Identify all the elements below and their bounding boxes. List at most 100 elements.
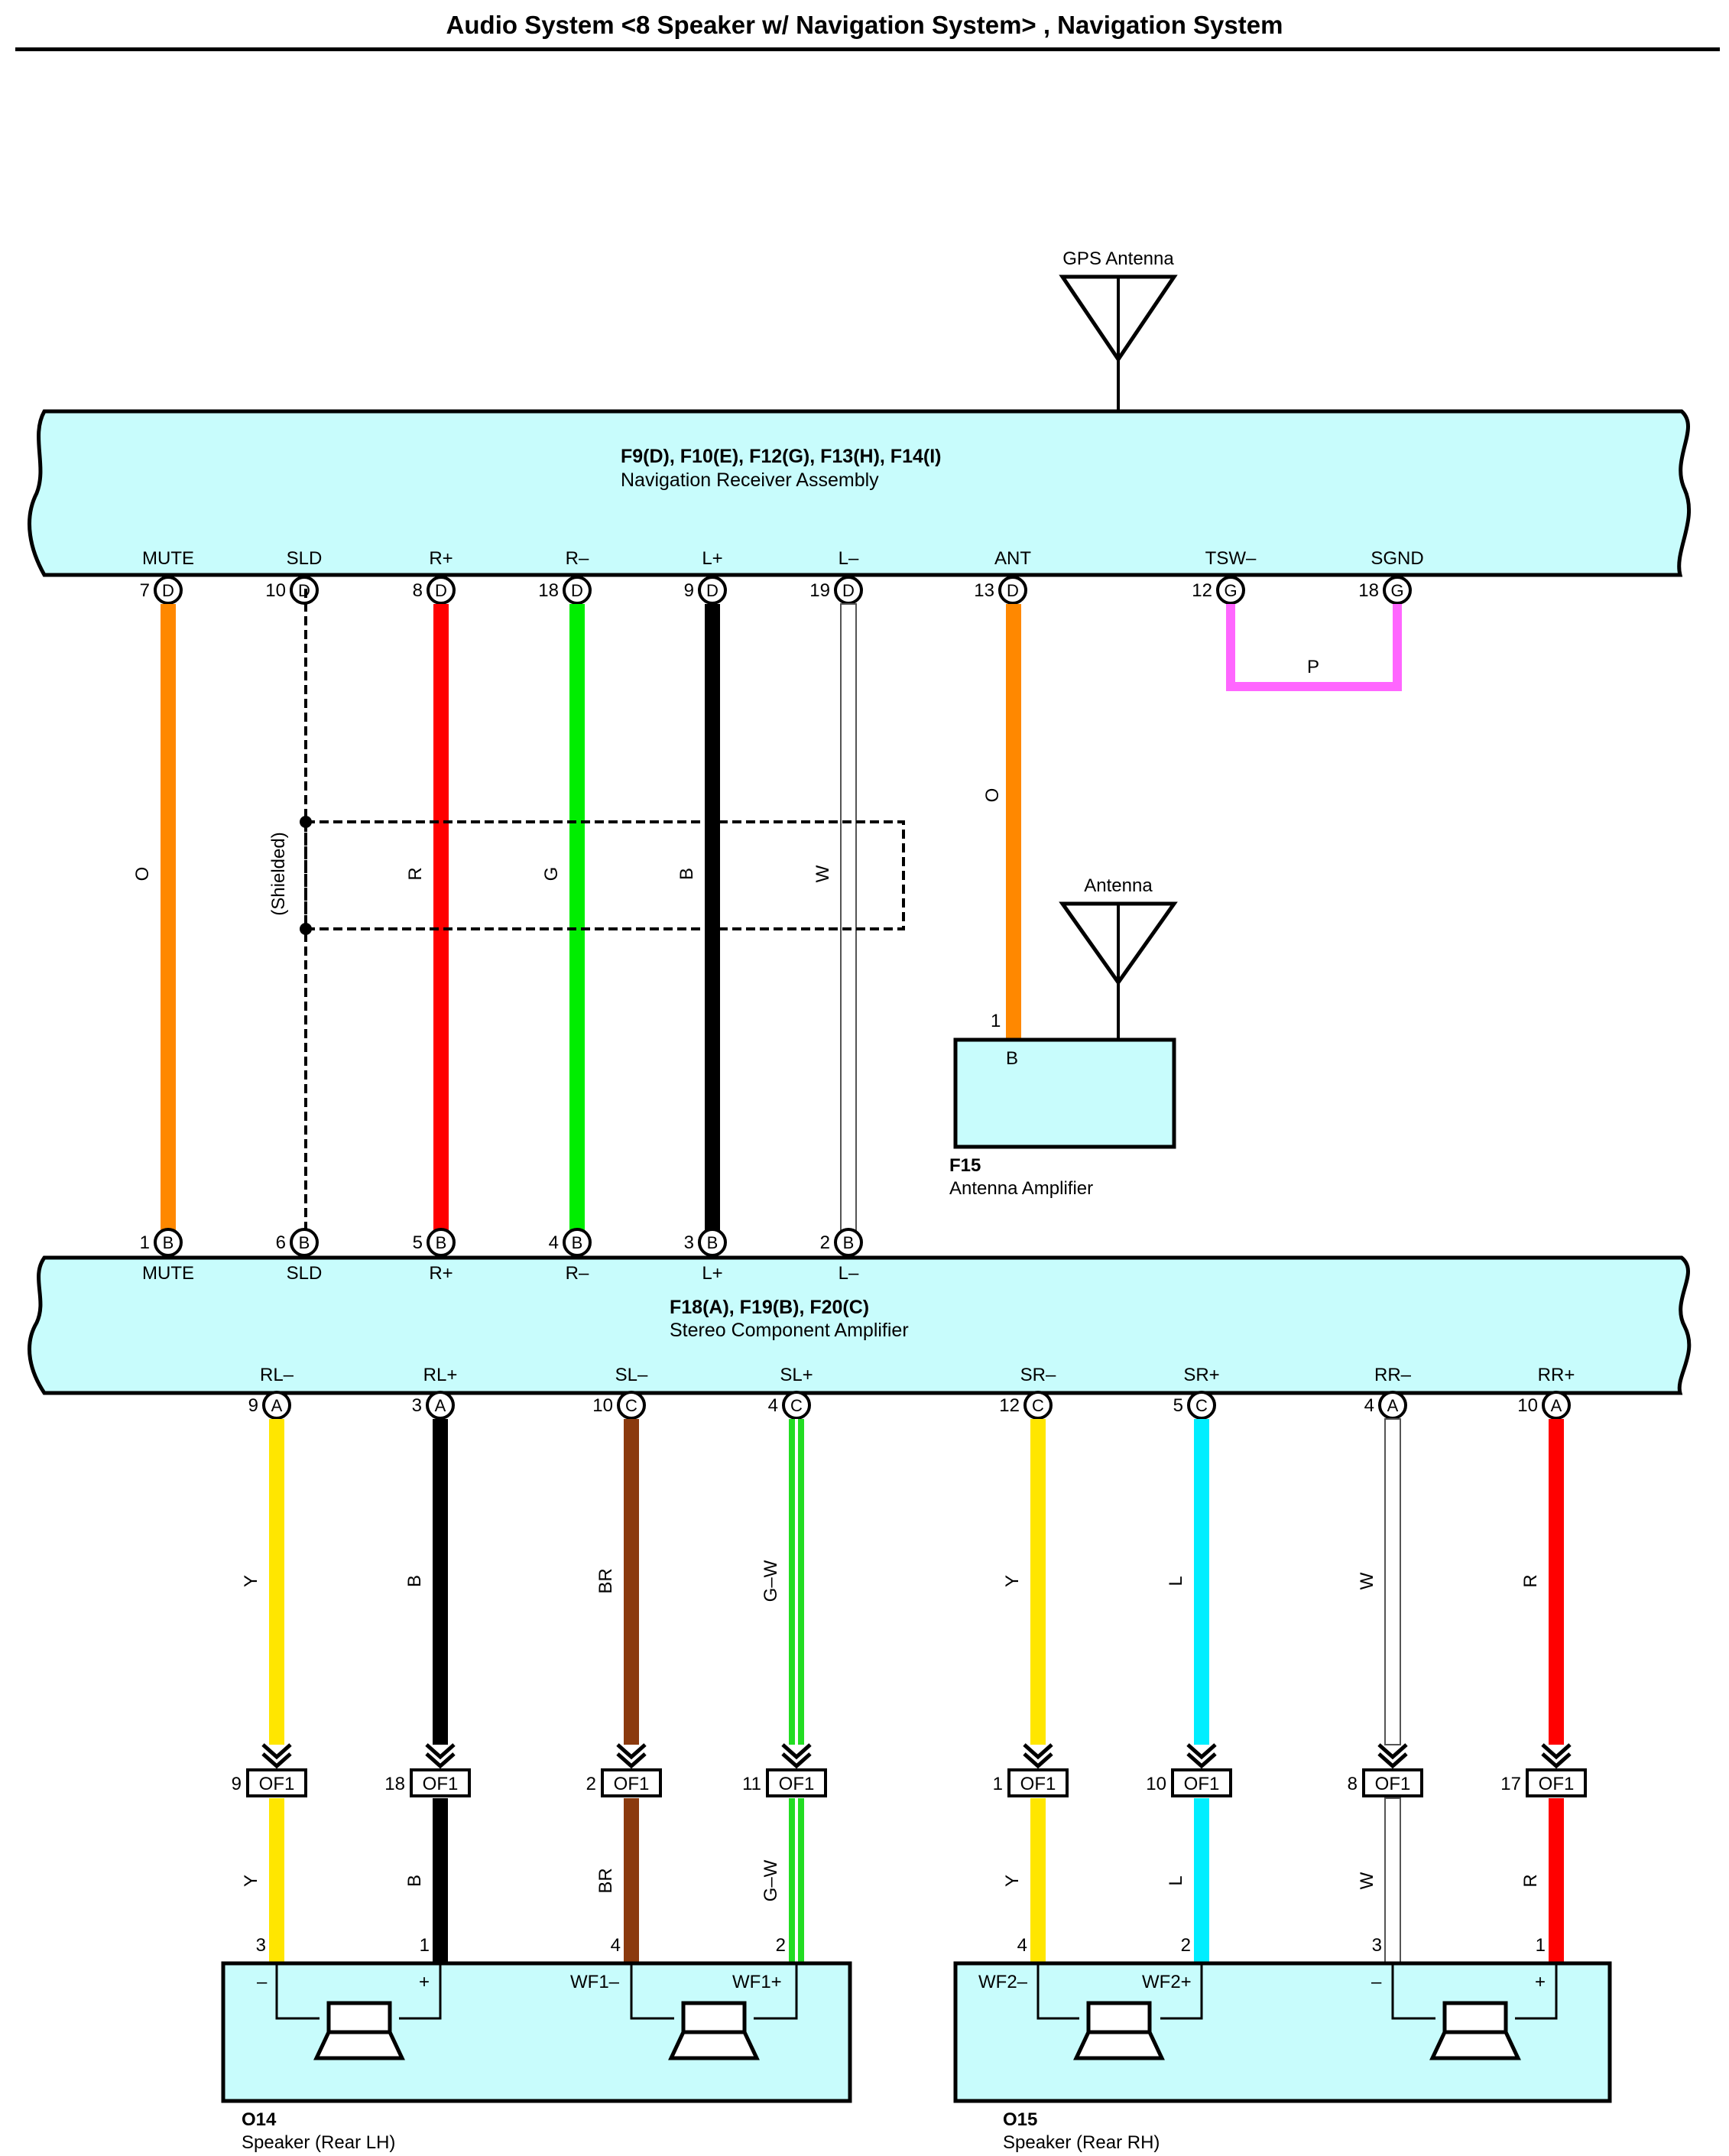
speaker-rear-lh-name: Speaker (Rear LH) [242,2132,395,2153]
nav-terminal-pin-ant: 13 [974,580,994,601]
lower-wire-4-speaker-pin: 2 [776,1935,786,1956]
lower-wire-4-label-upper: G–W [761,1560,781,1602]
lower-wire-1-label-lower: Y [241,1875,261,1887]
lower-wire-2-lower [433,1798,448,1963]
lower-wire-2-chevron-1 [425,1743,456,1760]
amp-bottom-pin-rr: 10 [1517,1395,1538,1416]
amp-bottom-terminal-rr-conn: A [1551,1396,1562,1415]
amp-top-pin-r: 5 [413,1232,423,1253]
lower-wire-5-speaker-pin: 4 [1017,1935,1027,1956]
amp-bottom-terminal-rl: A [426,1391,455,1420]
lower-wire-3-label-lower: BR [595,1868,616,1893]
antenna-amplifier-name: Antenna Amplifier [949,1178,1093,1199]
speaker-rear-lh-term-3: WF1– [570,1972,620,1992]
lower-wire-6-of1-box [1171,1768,1232,1797]
lower-wire-8-label-upper: R [1520,1574,1541,1587]
lower-wire-1-of1-label: OF1 [259,1774,295,1794]
amp-top-pin-sld: 6 [276,1232,286,1253]
lower-wire-6-chevron-2 [1186,1752,1217,1769]
nav-terminal-ant: D [998,576,1027,605]
lower-wire-3-chevron-2 [616,1752,647,1769]
speaker-rear-rh-box [953,1961,1612,2103]
lower-wire-3-of1-box [601,1768,662,1797]
pink-loop-wire [1226,604,1402,691]
nav-terminal-pin-tsw: 12 [1192,580,1212,601]
lower-wire-1-chevron-2 [261,1752,292,1769]
lower-wire-2-label-lower: B [404,1875,425,1887]
amp-top-terminal-r: B [563,1228,592,1257]
lower-wire-8-label-lower: R [1520,1874,1541,1887]
lower-wire-2-upper [433,1419,448,1745]
upper-wire-label-shielded: (Shielded) [268,832,289,915]
upper-wire-r [433,604,449,1239]
speaker-rear-lh-internal-wiring [275,1963,798,2020]
lower-wire-1-label-upper: Y [241,1575,261,1587]
lower-wire-6-label-lower: L [1166,1875,1186,1885]
nav-terminal-pin-l: 9 [684,580,694,601]
upper-wire-label-w: W [813,865,833,882]
nav-terminal-label-sgnd: SGND [1371,548,1423,569]
lower-wire-5-label-lower: Y [1002,1875,1023,1887]
lower-wire-2-chevron-2 [425,1752,456,1769]
speaker-rear-lh-term-1: – [257,1972,268,1992]
amp-top-terminal-r-conn: B [572,1233,583,1252]
lower-wire-7-chevron-1 [1377,1743,1408,1760]
lower-wire-4-of1-label: OF1 [779,1774,815,1794]
upper-wire-w [840,603,857,1239]
lower-wire-8-of1-pin: 17 [1500,1774,1521,1794]
speaker-rear-rh-term-2: WF2+ [1142,1972,1192,1992]
lower-wire-7-upper [1384,1418,1401,1745]
lower-wire-5-label-upper: Y [1002,1575,1023,1587]
upper-wire-b [705,604,720,1239]
lower-wire-5-lower [1030,1798,1046,1963]
amp-bottom-pin-rl: 3 [412,1395,422,1416]
lower-wire-7-lower [1384,1797,1401,1964]
amp-bottom-label-sr: SR+ [1183,1365,1219,1385]
amp-top-pin-r: 4 [549,1232,559,1253]
amp-bottom-terminal-sr: C [1187,1391,1216,1420]
nav-terminal-r: D [427,576,456,605]
speaker-rear-rh-code: O15 [1003,2109,1037,2130]
amp-top-label-l: L– [839,1263,859,1284]
lower-wire-4-chevron-1 [781,1743,812,1760]
title-rule [15,47,1720,51]
nav-terminal-pin-sld: 10 [265,580,286,601]
nav-terminal-mute: D [154,576,183,605]
lower-wire-5-of1-pin: 1 [993,1774,1003,1794]
nav-terminal-sgnd: G [1383,576,1412,605]
amp-bottom-pin-rr: 4 [1364,1395,1374,1416]
lower-wire-8-chevron-2 [1541,1752,1572,1769]
amp-top-terminal-r: B [427,1228,456,1257]
amp-bottom-pin-sl: 4 [768,1395,778,1416]
upper-wire-g [569,604,585,1239]
lower-wire-3-speaker-pin: 4 [611,1935,621,1956]
nav-terminal-l: D [834,576,863,605]
upper-wire-label-o: O [132,867,153,882]
amp-top-label-mute: MUTE [142,1263,194,1284]
nav-terminal-sgnd-conn: G [1390,581,1403,600]
nav-terminal-label-l: L+ [702,548,722,569]
lower-wire-4-label-lower: G–W [761,1859,781,1901]
amp-bottom-label-sr: SR– [1020,1365,1056,1385]
amp-bottom-terminal-sl-conn: C [790,1396,803,1415]
nav-terminal-ant-conn: D [1007,581,1019,600]
gps-antenna-icon [1059,274,1178,411]
lower-wire-8-speaker-pin: 1 [1536,1935,1546,1956]
lower-wire-7-chevron-2 [1377,1752,1408,1769]
lower-wire-2-speaker-pin: 1 [420,1935,430,1956]
amp-top-pin-mute: 1 [140,1232,150,1253]
lower-wire-5-chevron-1 [1023,1743,1053,1760]
navigation-receiver-name: Navigation Receiver Assembly [621,469,879,491]
lower-wire-1-upper [269,1419,284,1745]
lower-wire-4-of1-box [766,1768,827,1797]
speaker-rear-lh-term-4: WF1+ [732,1972,782,1992]
nav-terminal-mute-conn: D [162,581,174,600]
antenna-amplifier-box [953,1037,1176,1149]
speaker-rear-rh-term-1: WF2– [978,1972,1028,1992]
lower-wire-3-upper [624,1419,639,1745]
lower-wire-5-chevron-2 [1023,1752,1053,1769]
